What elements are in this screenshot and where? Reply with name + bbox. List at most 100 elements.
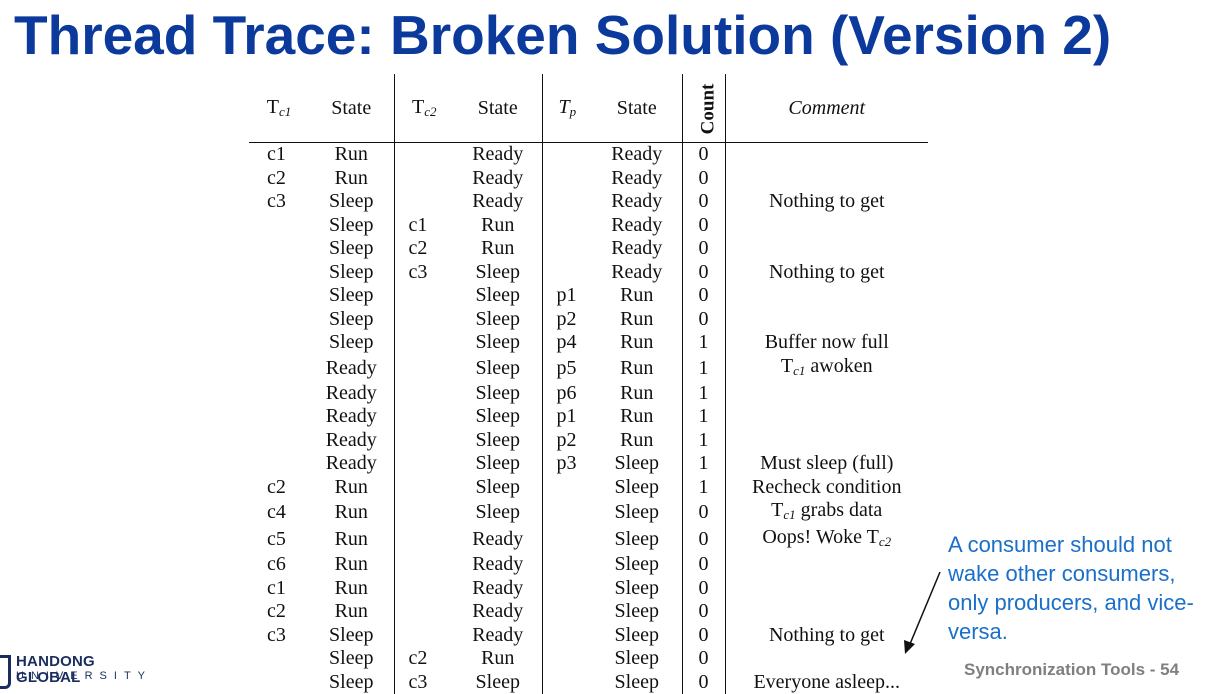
cell-tc1: c2	[249, 476, 309, 500]
cell-comment	[725, 308, 928, 332]
cell-state3: Sleep	[592, 624, 682, 648]
cell-tc1	[249, 331, 309, 355]
cell-tc2	[394, 143, 454, 167]
cell-state2: Ready	[454, 553, 542, 577]
cell-state1: Sleep	[309, 308, 394, 332]
cell-state2: Ready	[454, 190, 542, 214]
cell-tc2: c2	[394, 237, 454, 261]
cell-tp: p4	[542, 331, 592, 355]
header-tc2: Tc2	[394, 74, 454, 143]
cell-tc1	[249, 214, 309, 238]
cell-comment	[725, 429, 928, 453]
cell-tc2	[394, 452, 454, 476]
cell-tp	[542, 261, 592, 285]
cell-tc1	[249, 284, 309, 308]
header-count: Count	[682, 74, 725, 143]
cell-state3: Sleep	[592, 577, 682, 601]
cell-count: 0	[682, 671, 725, 694]
table-header-row: Tc1 State Tc2 State Tp State Count Comme…	[249, 74, 928, 143]
cell-state1: Ready	[309, 452, 394, 476]
cell-tp: p2	[542, 429, 592, 453]
cell-tp	[542, 526, 592, 553]
cell-count: 0	[682, 577, 725, 601]
cell-state3: Run	[592, 355, 682, 382]
cell-state2: Sleep	[454, 284, 542, 308]
slide-footer: Synchronization Tools - 54	[964, 660, 1179, 680]
cell-count: 0	[682, 600, 725, 624]
cell-comment	[725, 167, 928, 191]
cell-state3: Run	[592, 405, 682, 429]
cell-tp: p6	[542, 382, 592, 406]
cell-comment	[725, 382, 928, 406]
cell-state1: Run	[309, 499, 394, 526]
cell-tc2	[394, 429, 454, 453]
cell-tc2	[394, 499, 454, 526]
cell-tc2	[394, 526, 454, 553]
cell-state1: Ready	[309, 382, 394, 406]
cell-tc1	[249, 308, 309, 332]
cell-tp	[542, 600, 592, 624]
cell-tp	[542, 577, 592, 601]
header-tc1: Tc1	[249, 74, 309, 143]
cell-state3: Sleep	[592, 647, 682, 671]
cell-tp	[542, 553, 592, 577]
cell-count: 1	[682, 452, 725, 476]
cell-state2: Run	[454, 237, 542, 261]
note-arrow	[895, 568, 945, 658]
cell-tc2	[394, 308, 454, 332]
cell-state3: Ready	[592, 190, 682, 214]
cell-state3: Ready	[592, 261, 682, 285]
cell-tc1	[249, 671, 309, 694]
cell-state3: Run	[592, 429, 682, 453]
cell-tp	[542, 143, 592, 167]
cell-comment	[725, 237, 928, 261]
cell-comment: Tc1 grabs data	[725, 499, 928, 526]
university-logo: HANDONG GLOBAL UNIVERSITY	[0, 654, 150, 686]
cell-count: 0	[682, 308, 725, 332]
cell-count: 1	[682, 405, 725, 429]
cell-state3: Ready	[592, 237, 682, 261]
cell-tp	[542, 624, 592, 648]
cell-tc1: c3	[249, 624, 309, 648]
cell-count: 0	[682, 261, 725, 285]
cell-state2: Run	[454, 214, 542, 238]
cell-tc1	[249, 382, 309, 406]
cell-state3: Sleep	[592, 671, 682, 694]
cell-state2: Sleep	[454, 499, 542, 526]
cell-tc2	[394, 405, 454, 429]
cell-count: 0	[682, 553, 725, 577]
cell-state2: Ready	[454, 526, 542, 553]
cell-state3: Sleep	[592, 499, 682, 526]
cell-tc1	[249, 647, 309, 671]
cell-tc2	[394, 284, 454, 308]
cell-state1: Run	[309, 577, 394, 601]
cell-state3: Run	[592, 331, 682, 355]
cell-state2: Sleep	[454, 452, 542, 476]
cell-state1: Ready	[309, 405, 394, 429]
cell-tc1	[249, 452, 309, 476]
cell-tc1	[249, 355, 309, 382]
cell-tc1: c5	[249, 526, 309, 553]
cell-state1: Run	[309, 476, 394, 500]
header-tp: Tp	[542, 74, 592, 143]
cell-state2: Ready	[454, 143, 542, 167]
cell-tp: p2	[542, 308, 592, 332]
cell-count: 0	[682, 167, 725, 191]
cell-tp: p3	[542, 452, 592, 476]
cell-state1: Sleep	[309, 331, 394, 355]
cell-state1: Sleep	[309, 214, 394, 238]
cell-count: 1	[682, 429, 725, 453]
